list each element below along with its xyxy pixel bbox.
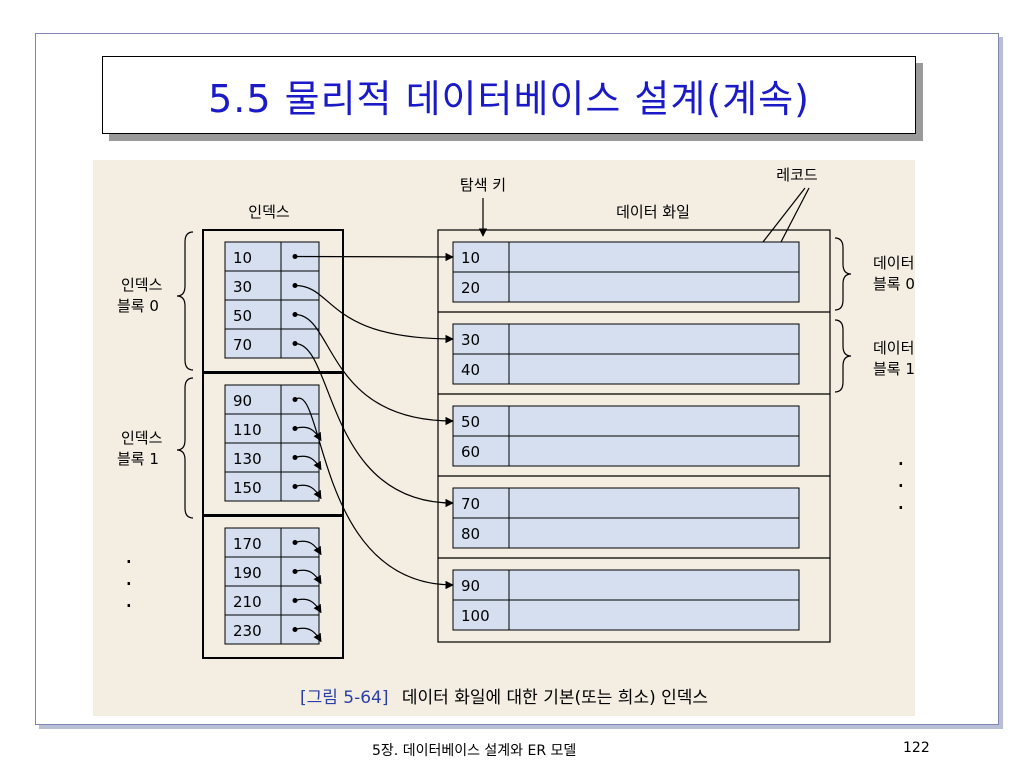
index-pointer	[294, 455, 322, 471]
index-entry: 50	[224, 299, 320, 330]
data-block-3: 70 80	[438, 475, 830, 549]
index-pointer	[294, 569, 322, 585]
index-ellipsis-2: ·	[125, 570, 133, 598]
index-key: 190	[233, 564, 262, 582]
data-block-0-label-line2: 블록 0	[873, 275, 915, 293]
data-record: 80	[452, 517, 800, 549]
sparse-index-diagram: 탐색 키 레코드 인덱스 데이터 화일 인덱스 블록 0 인덱스 블록 1 · …	[117, 166, 915, 708]
record-key: 70	[461, 495, 480, 513]
index-key: 230	[233, 622, 262, 640]
index-pointer	[294, 540, 322, 556]
index-block-0-brace: 인덱스 블록 0	[117, 231, 194, 371]
data-record: 70	[452, 487, 800, 519]
index-key: 110	[233, 421, 262, 439]
index-pointer	[294, 598, 322, 614]
figure-area: 탐색 키 레코드 인덱스 데이터 화일 인덱스 블록 0 인덱스 블록 1 · …	[93, 160, 915, 716]
record-key: 80	[461, 525, 480, 543]
index-key: 210	[233, 593, 262, 611]
data-record: 100	[452, 599, 800, 631]
index-ellipsis-1: ·	[125, 548, 133, 576]
data-record: 20	[452, 271, 800, 303]
data-block-0-brace: 데이터 블록 0	[834, 237, 915, 311]
data-ellipsis-3: ·	[897, 494, 905, 522]
index-pointer	[294, 627, 322, 643]
data-block-1-label-line1: 데이터	[873, 339, 914, 357]
index-ellipsis-3: ·	[125, 592, 133, 620]
index-label: 인덱스	[248, 203, 290, 221]
data-record: 90	[452, 569, 800, 601]
index-key: 170	[233, 535, 262, 553]
index-entry: 230	[224, 614, 320, 645]
record-label: 레코드	[776, 166, 818, 184]
record-key: 90	[461, 577, 480, 595]
title-box: 5.5 물리적 데이터베이스 설계(계속)	[102, 56, 916, 134]
record-key: 30	[461, 331, 480, 349]
index-key: 10	[233, 249, 252, 267]
index-pointer	[294, 342, 454, 508]
index-block-1-label-line1: 인덱스	[121, 429, 163, 447]
data-file-label: 데이터 화일	[616, 203, 690, 221]
index-key: 50	[233, 307, 252, 325]
data-record: 30	[452, 323, 800, 355]
data-block-0-label-line1: 데이터	[873, 254, 914, 272]
pointer-layer	[294, 252, 454, 643]
index-block-0: 10 30 50 70	[202, 229, 344, 373]
record-key: 20	[461, 279, 480, 297]
index-key: 70	[233, 336, 252, 354]
index-pointer	[294, 313, 454, 426]
index-block-1-label-line2: 블록 1	[117, 450, 159, 468]
index-block-0-label-line2: 블록 0	[117, 297, 159, 315]
index-key: 90	[233, 392, 252, 410]
data-file-layer: 10 20 30 40 50 60 70 80 90 100	[437, 229, 831, 643]
figure-caption-number: [그림 5-64]	[300, 688, 389, 708]
record-key: 60	[461, 443, 480, 461]
index-block-1-brace: 인덱스 블록 1	[117, 377, 194, 519]
record-key: 40	[461, 361, 480, 379]
record-key: 10	[461, 249, 480, 267]
index-entry: 110	[224, 413, 320, 444]
index-pointer	[294, 397, 454, 590]
data-block-1-brace: 데이터 블록 1	[834, 319, 915, 393]
footer-chapter: 5장. 데이터베이스 설계와 ER 모델	[372, 743, 577, 759]
index-layer: 10 30 50 70 90 110 130 150 170 190 210 230	[202, 229, 344, 659]
index-entry: 70	[224, 328, 320, 359]
data-record: 50	[452, 405, 800, 437]
index-pointer	[294, 484, 322, 500]
record-key: 50	[461, 413, 480, 431]
data-ellipsis-1: ·	[897, 450, 905, 478]
index-block-2: 170 190 210 230	[202, 515, 344, 659]
index-entry: 130	[224, 442, 320, 473]
index-key: 30	[233, 278, 252, 296]
slide-title: 5.5 물리적 데이터베이스 설계(계속)	[208, 76, 810, 121]
data-block-1: 30 40	[438, 311, 830, 385]
index-entry: 170	[224, 527, 320, 558]
index-pointer	[294, 426, 322, 442]
data-block-4: 90 100	[438, 557, 830, 631]
index-key: 150	[233, 479, 262, 497]
search-key-label: 탐색 키	[460, 176, 506, 194]
figure-caption-text: 데이터 화일에 대한 기본(또는 희소) 인덱스	[402, 688, 708, 708]
index-entry: 210	[224, 585, 320, 616]
index-entry: 150	[224, 471, 320, 502]
data-ellipsis-2: ·	[897, 472, 905, 500]
index-entry: 10	[224, 241, 320, 272]
footer-page-number: 122	[903, 740, 930, 756]
index-block-0-label-line1: 인덱스	[121, 276, 163, 294]
index-entry: 90	[224, 384, 320, 415]
index-entry: 190	[224, 556, 320, 587]
data-block-0: 10 20	[452, 241, 800, 303]
index-block-1: 90 110 130 150	[202, 372, 344, 516]
data-record: 60	[452, 435, 800, 467]
record-key: 100	[461, 607, 490, 625]
index-pointer	[294, 252, 454, 262]
figure-caption: [그림 5-64] 데이터 화일에 대한 기본(또는 희소) 인덱스	[300, 688, 708, 708]
index-key: 130	[233, 450, 262, 468]
data-block-1-label-line2: 블록 1	[873, 360, 915, 378]
index-pointer	[294, 284, 454, 344]
data-block-2: 50 60	[438, 393, 830, 467]
data-record: 10	[452, 241, 800, 273]
index-entry: 30	[224, 270, 320, 301]
data-record: 40	[452, 353, 800, 385]
